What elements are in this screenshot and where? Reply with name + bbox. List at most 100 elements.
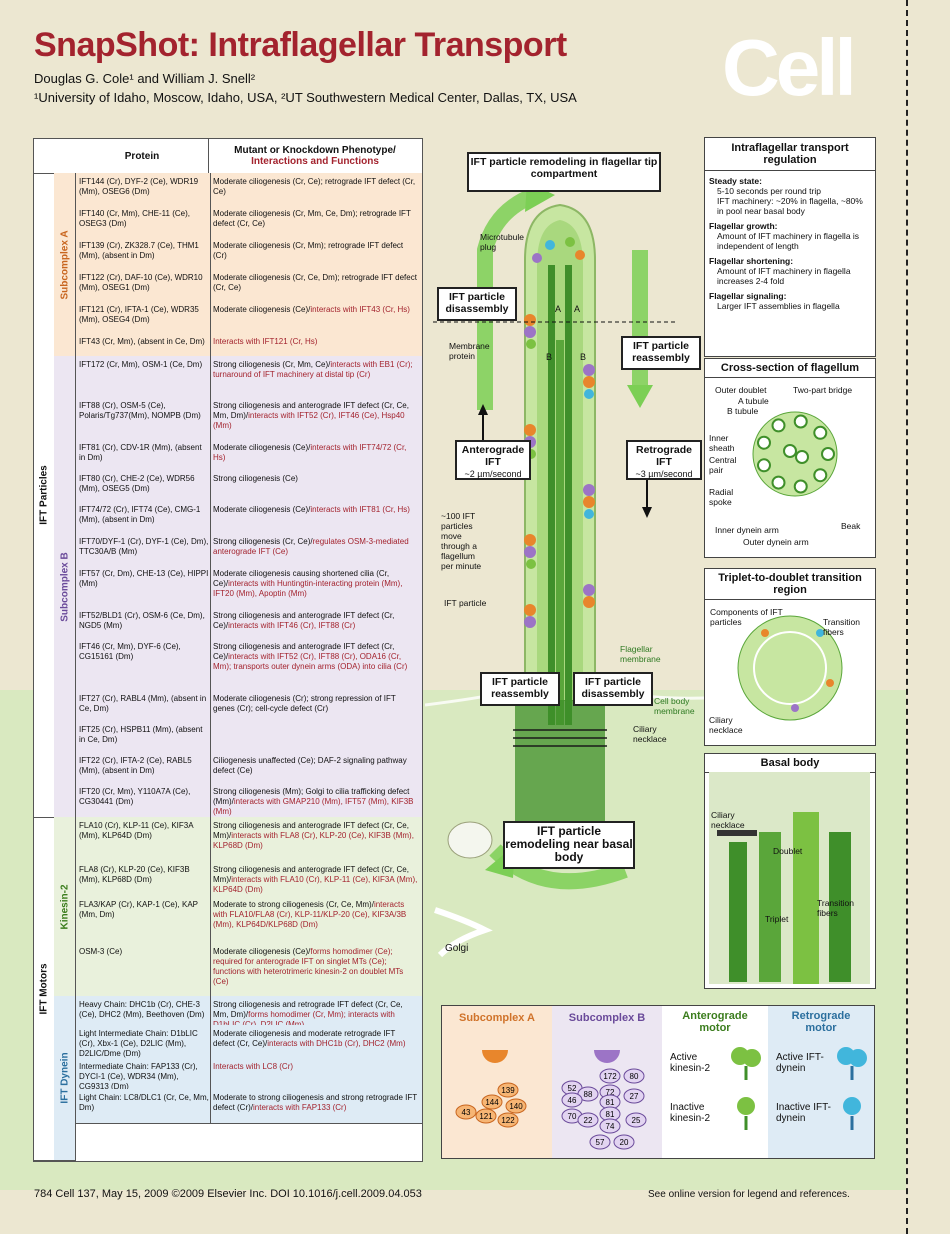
col-header-phenotype: Mutant or Knockdown Phenotype/ Interacti…	[210, 139, 420, 173]
phenotype-text: Moderate to strong ciliogenesis (Cr, Ce,…	[213, 900, 374, 909]
phenotype-cell: Moderate ciliogenesis (Cr, Mm, Ce, Dm); …	[213, 209, 418, 229]
subgroup-kinesin-2: Kinesin-2	[54, 817, 76, 997]
phenotype-cell: Strong ciliogenesis (Cr, Mm, Ce)/interac…	[213, 360, 418, 380]
table-row: IFT74/72 (Cr), IFT74 (Ce), CMG-1 (Mm), (…	[76, 501, 422, 534]
phenotype-text: Moderate to strong ciliogenesis and stro…	[213, 1093, 417, 1112]
triplet-label: Triplet	[765, 914, 789, 924]
central-pair-label: Central pair	[709, 455, 737, 475]
subunit-label: 22	[584, 1116, 593, 1125]
phenotype-cell: Moderate to strong ciliogenesis and stro…	[213, 1093, 418, 1113]
two-part-bridge-label: Two-part bridge	[793, 385, 853, 395]
table-row: IFT140 (Cr, Mm), CHE-11 (Ce), OSEG3 (Dm)…	[76, 205, 422, 238]
membrane-protein-label: Membrane protein	[449, 341, 490, 361]
outer-doublet-label: Outer doublet	[715, 385, 767, 395]
subunit-oval	[613, 1134, 635, 1150]
interaction-text: interacts with IFT74/72 (Cr, Hs)	[213, 443, 407, 462]
basal-transition-fibers-label: Transition fibers	[817, 898, 855, 918]
phenotype-cell: Moderate ciliogenesis causing shortened …	[213, 569, 418, 599]
subunit-label: 172	[603, 1072, 617, 1081]
steady-state-heading: Steady state:	[709, 176, 762, 186]
phenotype-text: Ciliogenesis unaffected (Ce); DAF-2 sign…	[213, 756, 407, 775]
phenotype-cell: Strong ciliogenesis and anterograde IFT …	[213, 642, 418, 672]
group-ift-particles: IFT Particles	[34, 173, 55, 818]
regulation-title: Intraflagellar transport regulation	[731, 142, 849, 166]
table-row: IFT70/DYF-1 (Cr), DYF-1 (Ce), Dm), TTC30…	[76, 533, 422, 566]
table-row: IFT20 (Cr, Mm), Y110A7A (Ce), CG30441 (D…	[76, 783, 422, 818]
subunit-label: 52	[568, 1084, 577, 1093]
table-row: OSM-3 (Ce)Moderate ciliogenesis (Ce)/for…	[76, 943, 422, 997]
table-row: IFT46 (Cr, Mm), DYF-6 (Ce), CG15161 (Dm)…	[76, 638, 422, 691]
signaling-heading: Flagellar signaling:	[709, 291, 787, 301]
inner-dynein-arm-label: Inner dynein arm	[715, 525, 779, 535]
phenotype-cell: Strong ciliogenesis (Ce)	[213, 474, 418, 484]
phenotype-cell: Interacts with IFT121 (Cr, Hs)	[213, 337, 418, 347]
subunit-oval	[625, 1112, 647, 1128]
protein-cell: Intermediate Chain: FAP133 (Cr), DYCI-1 …	[79, 1062, 198, 1091]
transition-drawing	[737, 615, 843, 721]
particles-per-minute-note: ~100 IFT particles move through a flagel…	[441, 511, 482, 571]
interaction-text: forms homodimer (Cr, Mm); interacts with…	[213, 1010, 395, 1029]
subunit-oval	[497, 1112, 519, 1128]
col-header-phenotype-line1: Mutant or Knockdown Phenotype/	[234, 145, 396, 156]
authors: Douglas G. Cole¹ and William J. Snell²	[34, 71, 256, 86]
phenotype-text: Moderate ciliogenesis (Cr, Ce, Dm); retr…	[213, 273, 417, 292]
subgroup-subcomplex-b: Subcomplex B	[54, 356, 76, 818]
phenotype-cell: Moderate ciliogenesis (Cr, Ce, Dm); retr…	[213, 273, 418, 293]
outer-doublet	[813, 425, 828, 440]
col-header-phenotype-line2: Interactions and Functions	[251, 156, 379, 167]
subunit-label: 81	[606, 1110, 615, 1119]
dynein-icons	[837, 1047, 867, 1130]
cell-logo: Cell	[722, 23, 857, 112]
radial-spoke-label: Radial spoke	[709, 487, 734, 507]
table-row: FLA8 (Cr), KLP-20 (Ce), KIF3B (Mm), KLP6…	[76, 861, 422, 897]
steady-state-line2: IFT machinery: ~20% in flagella, ~80% in…	[717, 196, 863, 216]
protein-cell: IFT121 (Cr), IFTA-1 (Ce), WDR35 (Mm), OS…	[79, 305, 199, 324]
subunit-label: 139	[501, 1086, 515, 1095]
phenotype-cell: Moderate to strong ciliogenesis (Cr, Ce,…	[213, 900, 418, 930]
table-row: IFT57 (Cr, Dm), CHE-13 (Ce), HIPPI (Mm)M…	[76, 565, 422, 608]
ciliary-necklace-label: Ciliary necklace	[633, 724, 667, 744]
table-row: IFT22 (Cr), IFTA-2 (Ce), RABL5 (Mm), (ab…	[76, 752, 422, 784]
phenotype-cell: Strong ciliogenesis and anterograde IFT …	[213, 611, 418, 631]
active-kinesin-label: Active kinesin-2	[670, 1052, 711, 1074]
phenotype-text: Strong ciliogenesis and anterograde IFT …	[213, 821, 409, 840]
interaction-text: interacts with EB1 (Cr); turnaround of I…	[213, 360, 413, 379]
subunit-label: 80	[630, 1072, 639, 1081]
phenotype-cell: Moderate ciliogenesis (Ce)/interacts wit…	[213, 305, 418, 315]
interaction-text: interacts with IFT46 (Cr), IFT88 (Cr)	[228, 621, 356, 630]
phenotype-text: Strong ciliogenesis (Mm); Golgi to cilia…	[213, 787, 410, 806]
protein-cell: OSM-3 (Ce)	[79, 947, 123, 956]
interaction-text: interacts with IFT52 (Cr), IFT46 (Ce), H…	[213, 411, 405, 430]
tip-disassembly-box: IFT particle disassembly	[437, 287, 517, 321]
outer-doublet	[813, 468, 828, 483]
table-row: IFT121 (Cr), IFTA-1 (Ce), WDR35 (Mm), OS…	[76, 301, 422, 334]
subunit-label: 140	[509, 1102, 523, 1111]
phenotype-text: Strong ciliogenesis and retrograde IFT d…	[213, 1000, 403, 1019]
phenotype-cell: Moderate ciliogenesis (Cr, Ce); retrogra…	[213, 177, 418, 197]
page-cut-line	[906, 0, 908, 1234]
subunit-oval	[599, 1068, 621, 1084]
subunit-label: 25	[632, 1116, 641, 1125]
col-header-protein: Protein	[124, 150, 160, 162]
subunit-label: 144	[485, 1098, 499, 1107]
table-row: IFT172 (Cr, Mm), OSM-1 (Ce, Dm)Strong ci…	[76, 356, 422, 398]
legend-antero-title: Anterograde motor	[682, 1010, 748, 1034]
beak-label: Beak	[841, 521, 861, 531]
phenotype-cell: Moderate ciliogenesis (Ce)/interacts wit…	[213, 505, 418, 515]
interaction-text: forms homodimer (Ce); required for anter…	[213, 947, 404, 986]
phenotype-text: Strong ciliogenesis and anterograde IFT …	[213, 642, 395, 661]
phenotype-cell: Strong ciliogenesis and anterograde IFT …	[213, 821, 418, 851]
outer-dynein-arm-label: Outer dynein arm	[743, 537, 809, 547]
cell-body-membrane-label: Cell body membrane	[654, 696, 695, 716]
table-row: Intermediate Chain: FAP133 (Cr), DYCI-1 …	[76, 1058, 422, 1091]
subunit-oval	[599, 1118, 621, 1134]
phenotype-text: Moderate ciliogenesis (Cr, Ce); retrogra…	[213, 177, 416, 196]
anterograde-speed: ~2 µm/second	[464, 469, 522, 479]
table-row: IFT81 (Cr), CDV-1R (Mm), (absent in Dm)M…	[76, 439, 422, 471]
active-dynein-label: Active IFT-dynein	[776, 1052, 824, 1074]
subunit-oval	[497, 1082, 519, 1098]
interaction-text: interacts with FAP133 (Cr)	[253, 1103, 347, 1112]
phenotype-text: Strong ciliogenesis and anterograde IFT …	[213, 865, 409, 884]
protein-cell: IFT46 (Cr, Mm), DYF-6 (Ce), CG15161 (Dm)	[79, 642, 181, 661]
